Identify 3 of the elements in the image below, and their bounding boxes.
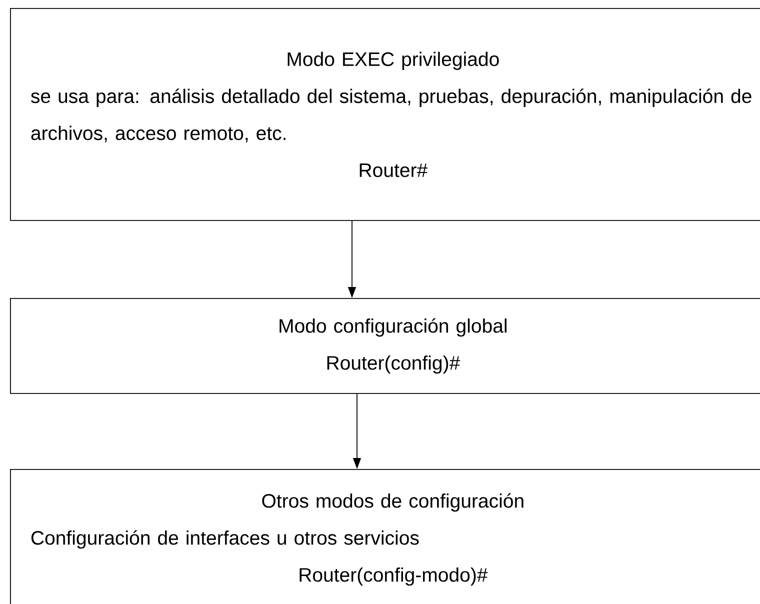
mode-box: Modo EXEC privilegiado se usa para: análisis detallado del sistema, pruebas, depuración, manipulación de archivos, acceso remoto, etc. Router# [10, 8, 760, 221]
mode-box: Otros modos de configuración Configuración de interfaces u otros servicios Router(config-modo)# [10, 469, 760, 604]
mode-box: Modo configuración global Router(config)# [10, 298, 760, 394]
